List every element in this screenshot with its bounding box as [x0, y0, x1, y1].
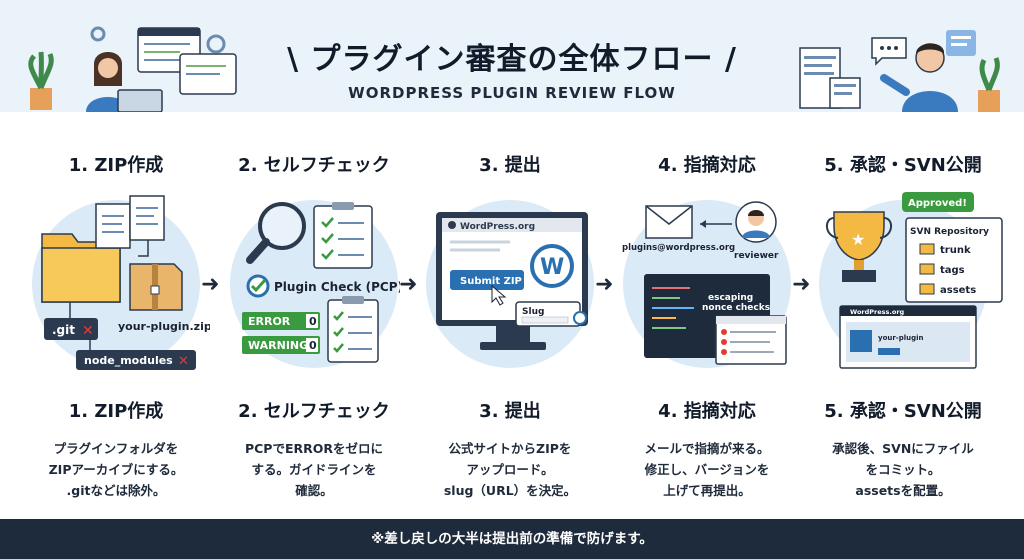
page-title: \ プラグイン審査の全体フロー /	[287, 42, 737, 77]
desc-line: 修正し、バージョンを	[644, 462, 770, 477]
desc-line: slug（URL）を決定。	[443, 483, 577, 498]
warning-label: WARNING	[248, 339, 308, 352]
slug-label: Slug	[522, 307, 544, 317]
step-1-caption-title: 1. ZIP作成	[68, 401, 164, 422]
review-illustration: plugins@wordpress.org reviewer escaping …	[622, 201, 787, 365]
code-escaping: escaping	[708, 293, 753, 303]
step-2-description: PCPでERRORをゼロに する。ガイドラインを 確認。	[214, 438, 414, 501]
zip-illustration: .git ✕ your-plugin.zip node_modules ✕	[41, 195, 210, 370]
presenter-illustration	[799, 30, 1000, 112]
svg-text:★: ★	[851, 230, 865, 249]
arrow-right-icon: ➜	[399, 272, 418, 297]
arrow-right-icon: ➜	[201, 272, 220, 297]
pcp-label: Plugin Check (PCP)	[274, 280, 400, 294]
desc-line: .gitなどは除外。	[66, 483, 166, 498]
svn-illustration: ★ Approved! SVN Repository trunk tags as…	[826, 192, 1003, 369]
developer-illustration	[28, 26, 237, 112]
step-5-description: 承認後、SVNにファイル をコミット。 assetsを配置。	[803, 438, 1003, 501]
step-1-description: プラグインフォルダを ZIPアーカイブにする。 .gitなどは除外。	[16, 438, 216, 501]
approved-badge: Approved!	[908, 198, 967, 209]
submit-zip-button: Submit ZIP	[460, 276, 522, 287]
desc-line: PCPでERRORをゼロに	[244, 441, 384, 456]
svg-text:W: W	[540, 255, 564, 280]
zip-filename: your-plugin.zip	[118, 320, 210, 333]
step-5-caption-title: 5. 承認・SVN公開	[824, 401, 982, 422]
desc-line: する。ガイドラインを	[251, 462, 377, 477]
header-banner: \ プラグイン審査の全体フロー / WORDPRESS PLUGIN REVIE…	[0, 0, 1024, 112]
svg-text:✕: ✕	[82, 323, 94, 339]
footer-note: ※差し戻しの大半は提出前の準備で防げます。	[0, 519, 1024, 559]
page-subtitle: WORDPRESS PLUGIN REVIEW FLOW	[348, 84, 676, 102]
git-label: .git	[52, 323, 75, 337]
arrow-right-icon: ➜	[595, 272, 614, 297]
desc-line: 承認後、SVNにファイル	[832, 441, 974, 456]
step-3-title: 3. 提出	[479, 155, 541, 176]
wp-brand-small: WordPress.org	[850, 308, 905, 316]
submit-illustration: WordPress.org Submit ZIP W Slug	[436, 212, 588, 350]
node-modules-label: node_modules	[84, 354, 173, 367]
arrow-right-icon: ➜	[792, 272, 811, 297]
step-2-caption-title: 2. セルフチェック	[238, 401, 390, 422]
desc-line: プラグインフォルダを	[53, 441, 179, 456]
svn-dir-tags: tags	[940, 265, 965, 276]
error-count: 0	[309, 315, 317, 328]
svn-repo-label: SVN Repository	[910, 227, 989, 237]
wp-brand: WordPress.org	[460, 222, 535, 232]
error-label: ERROR	[248, 315, 291, 328]
desc-line: アップロード。	[466, 462, 554, 477]
desc-line: をコミット。	[865, 462, 941, 477]
plugin-name: your-plugin	[878, 334, 924, 342]
desc-line: メールで指摘が来る。	[644, 441, 770, 456]
reviewer-label: reviewer	[734, 251, 779, 261]
plugin-check-illustration: Plugin Check (PCP) ERROR 0 WARNING 0	[242, 202, 400, 363]
email-address: plugins@wordpress.org	[622, 243, 735, 253]
desc-line: ZIPアーカイブにする。	[48, 462, 184, 477]
step-1-title: 1. ZIP作成	[68, 155, 164, 176]
step-5-title: 5. 承認・SVN公開	[824, 155, 982, 176]
step-4-title: 4. 指摘対応	[658, 155, 756, 176]
warning-count: 0	[309, 339, 317, 352]
svg-text:✕: ✕	[178, 354, 189, 369]
svn-dir-assets: assets	[940, 285, 976, 296]
desc-line: 公式サイトからZIPを	[448, 441, 572, 456]
step-4-description: メールで指摘が来る。 修正し、バージョンを 上げて再提出。	[607, 438, 807, 501]
step-2-title: 2. セルフチェック	[238, 155, 390, 176]
desc-line: assetsを配置。	[855, 483, 951, 498]
desc-line: 上げて再提出。	[663, 483, 751, 498]
step-4-caption-title: 4. 指摘対応	[658, 401, 756, 422]
step-3-caption-title: 3. 提出	[479, 401, 541, 422]
code-nonce: nonce checks	[702, 303, 770, 313]
step-3-description: 公式サイトからZIPを アップロード。 slug（URL）を決定。	[410, 438, 610, 501]
desc-line: 確認。	[295, 483, 333, 498]
svn-dir-trunk: trunk	[940, 245, 971, 256]
